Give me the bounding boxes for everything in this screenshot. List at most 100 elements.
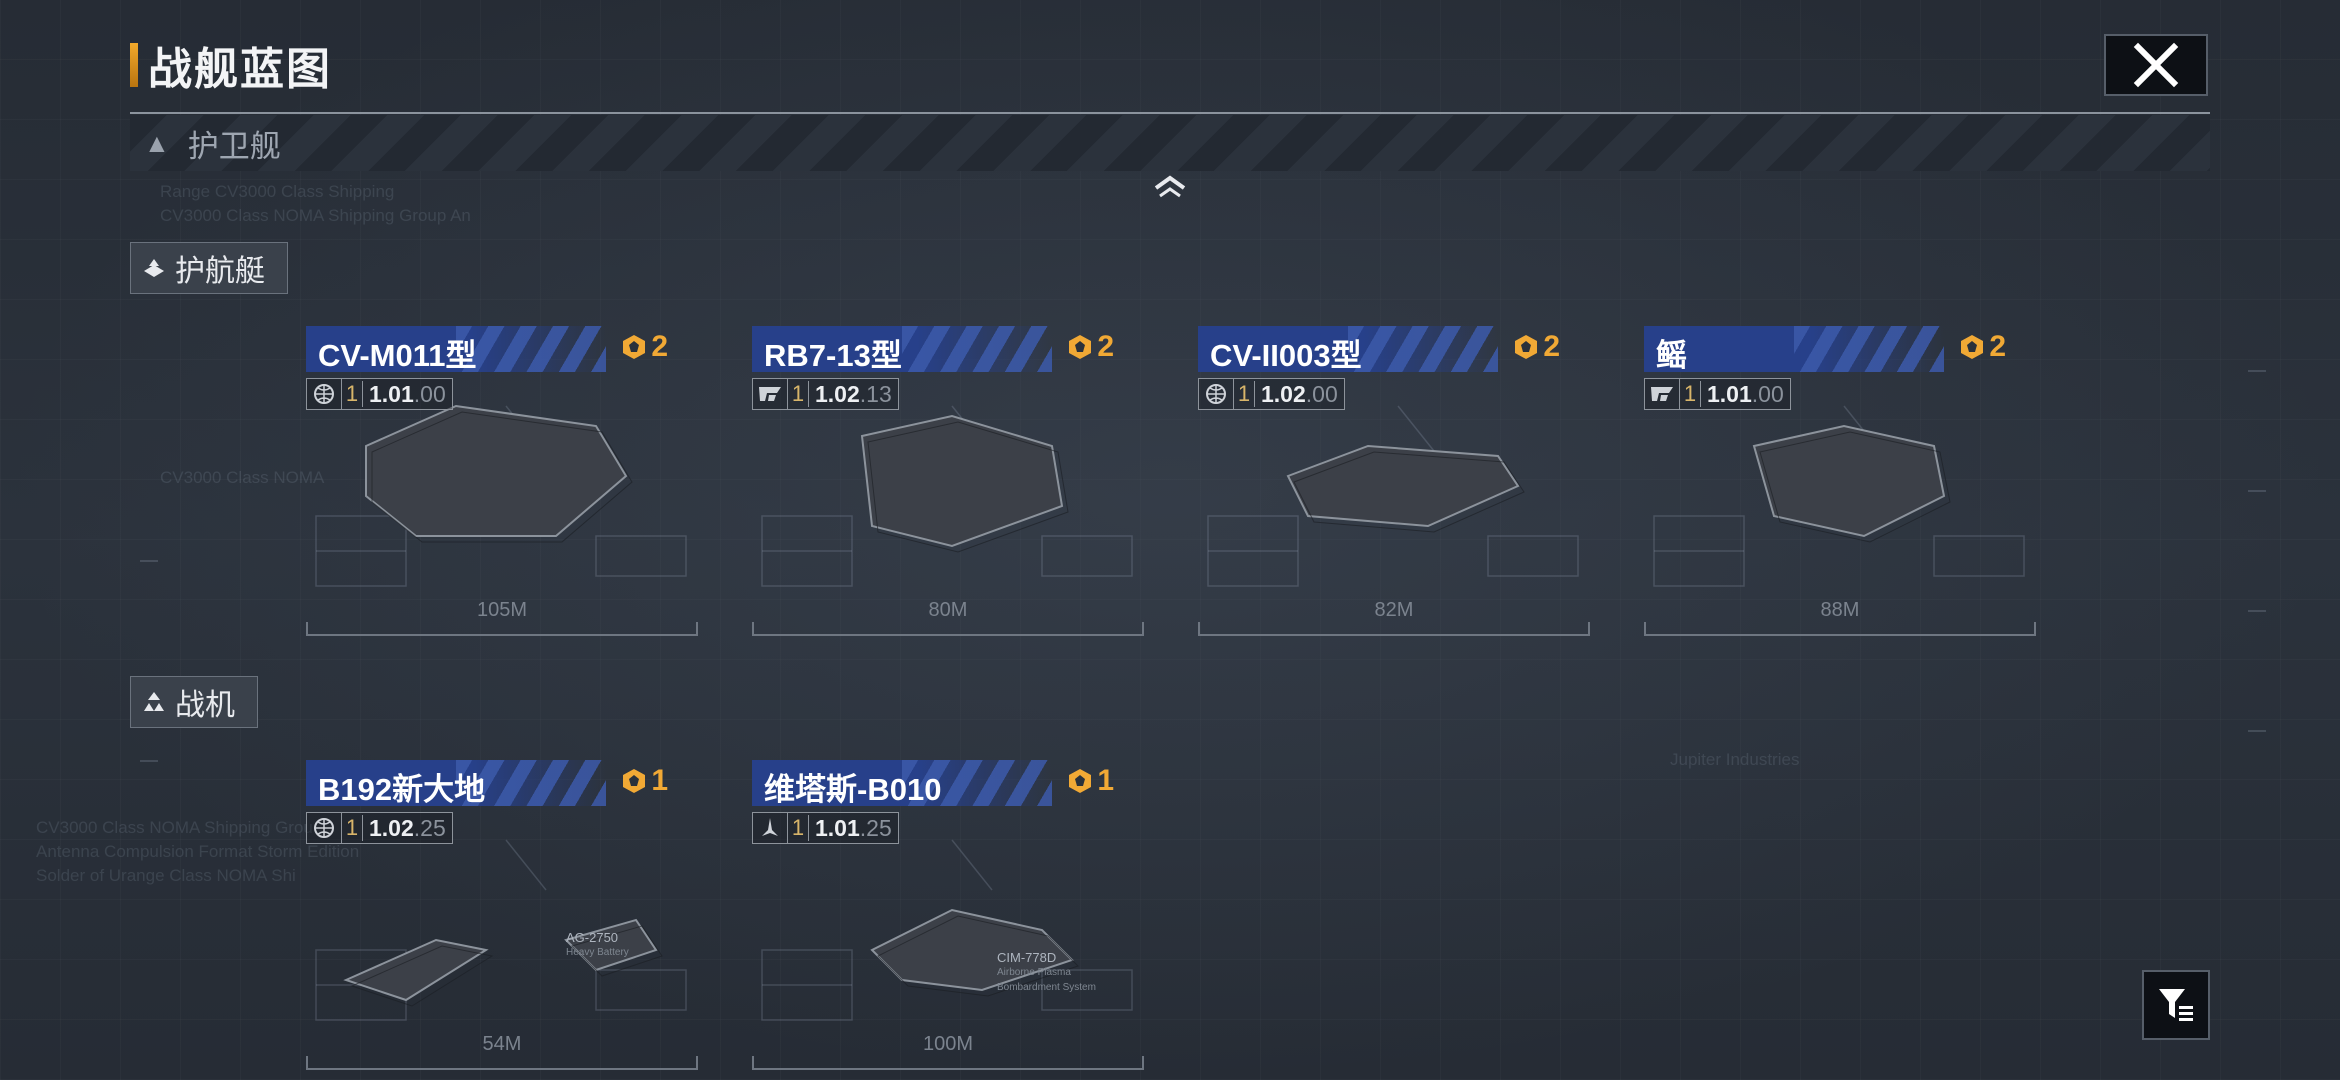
- ship-model: [860, 414, 1064, 548]
- bg-tick: [140, 560, 158, 562]
- category-label: 护航艇: [175, 255, 265, 288]
- chevron-up-icon[interactable]: [1152, 174, 1188, 200]
- ship-model: [1752, 424, 1946, 538]
- faction-emblem-icon: [759, 387, 781, 401]
- weapon-desc: Airborne Plasma Bombardment System: [997, 967, 1096, 993]
- tier-value: 1: [342, 815, 363, 841]
- command-point-icon: [1961, 335, 1984, 359]
- ship-name-bar: [1198, 326, 1498, 372]
- scale-bar: [1644, 620, 2036, 636]
- bg-text: Range CV3000 Class Shipping: [160, 182, 395, 201]
- category-tag-escort: 护航艇: [130, 242, 288, 294]
- header-divider: [130, 112, 2210, 114]
- filter-icon: [2159, 989, 2193, 1021]
- weapon-annotation: CIM-778D Airborne Plasma Bombardment Sys…: [997, 950, 1117, 995]
- cost-badge: 2: [1513, 330, 1560, 364]
- ship-blueprint: [1207, 405, 1579, 587]
- version-value: 1.01: [1707, 380, 1752, 407]
- command-point-icon: [1515, 335, 1538, 359]
- bg-tick: [140, 760, 158, 762]
- tier-value: 1: [342, 381, 363, 407]
- escort-class-icon: [144, 259, 164, 277]
- command-point-icon: [1069, 769, 1092, 793]
- cost-value: 1: [651, 764, 668, 797]
- ship-model: [1286, 444, 1520, 528]
- version-value: 1.01: [369, 380, 414, 407]
- cost-badge: 2: [1067, 330, 1114, 364]
- version-value: 1.01: [815, 814, 860, 841]
- cost-badge: 2: [1959, 330, 2006, 364]
- fighter-icon: [762, 818, 778, 836]
- ship-stat-row: 1 1.02.13: [752, 378, 899, 410]
- version-sub: .25: [413, 814, 446, 841]
- tier-value: 1: [1234, 381, 1255, 407]
- version-label: 1.01.00: [363, 381, 452, 408]
- bg-text: Jupiter Industries: [1670, 750, 1800, 769]
- weapon-code: AG-2750: [566, 930, 619, 945]
- ship-blueprint: [761, 839, 1133, 1021]
- ship-card[interactable]: B192新大地 1 1 1.02.25 AG-2750 Heavy Batter…: [306, 760, 698, 1070]
- category-label: 战机: [175, 689, 235, 722]
- bg-tick: [2248, 610, 2266, 612]
- ship-length: 82M: [1374, 599, 1414, 621]
- version-label: 1.02.25: [363, 815, 452, 842]
- fighter-class-icon: [144, 692, 164, 711]
- ship-length: 100M: [922, 1033, 974, 1055]
- ship-card[interactable]: CV-M011型 2 1 1.01.00 105M: [306, 326, 698, 636]
- ship-name-bar: [752, 326, 1052, 372]
- bg-tick: [2248, 490, 2266, 492]
- ship-stat-row: 1 1.01.00: [1644, 378, 1791, 410]
- ship-length: 105M: [476, 599, 528, 621]
- ship-stat-row: 1 1.01.00: [306, 378, 453, 410]
- section-triangle-icon: ▲: [144, 127, 170, 158]
- ship-card[interactable]: RB7-13型 2 1 1.02.13 80M: [752, 326, 1144, 636]
- scale-bar: [306, 1054, 698, 1070]
- weapon-annotation: AG-2750 Heavy Battery: [566, 930, 629, 960]
- tier-value: 1: [1680, 381, 1701, 407]
- category-tag-fighter: 战机: [130, 676, 258, 728]
- ship-blueprint: [315, 404, 687, 587]
- version-label: 1.01.00: [1701, 381, 1790, 408]
- cost-value: 2: [1989, 330, 2006, 363]
- faction-emblem-icon: [1651, 387, 1673, 401]
- ship-name-bar: [306, 326, 606, 372]
- ship-stat-row: 1 1.01.25: [752, 812, 899, 844]
- cost-value: 2: [1543, 330, 1560, 363]
- page-title: 战舰蓝图: [148, 45, 332, 94]
- ship-name-bar: [1644, 326, 1944, 372]
- bg-tick: [2248, 370, 2266, 372]
- filter-button[interactable]: [2142, 970, 2210, 1040]
- close-button[interactable]: [2104, 34, 2208, 96]
- version-value: 1.02: [1261, 380, 1306, 407]
- ship-card[interactable]: 维塔斯-B010 1 1 1.01.25 CIM-778D Airborne P…: [752, 760, 1144, 1070]
- section-label: 护卫舰: [187, 128, 281, 164]
- bg-text: Antenna Compulsion Format Storm Edition: [36, 842, 360, 861]
- ship-stat-row: 1 1.02.00: [1198, 378, 1345, 410]
- ship-name: CV-M011型: [318, 338, 477, 373]
- command-point-icon: [623, 769, 646, 793]
- scale-bar: [752, 1054, 1144, 1070]
- section-header-frigate[interactable]: ▲ 护卫舰: [130, 115, 2210, 171]
- ship-length: 80M: [928, 599, 968, 621]
- tier-value: 1: [788, 381, 809, 407]
- ship-model: [365, 404, 628, 537]
- bg-text: CV3000 Class NOMA Shipping Group An: [160, 206, 471, 225]
- ship-name: 鳐: [1656, 338, 1687, 373]
- version-sub: .00: [1305, 380, 1338, 407]
- ship-card[interactable]: CV-II003型 2 1 1.02.00 82M: [1198, 326, 1590, 636]
- version-label: 1.01.25: [809, 815, 898, 842]
- page-header: 战舰蓝图: [130, 40, 332, 94]
- cost-value: 2: [651, 330, 668, 363]
- scale-bar: [1198, 620, 1590, 636]
- scale-bar: [752, 620, 1144, 636]
- ship-length: 54M: [482, 1033, 522, 1055]
- cost-badge: 1: [621, 764, 668, 798]
- version-value: 1.02: [815, 380, 860, 407]
- ship-card[interactable]: 鳐 2 1 1.01.00 88M: [1644, 326, 2036, 636]
- title-accent: [130, 43, 138, 87]
- cost-value: 2: [1097, 330, 1114, 363]
- version-label: 1.02.13: [809, 381, 898, 408]
- version-sub: .00: [1751, 380, 1784, 407]
- version-label: 1.02.00: [1255, 381, 1344, 408]
- ship-blueprint: [315, 839, 687, 1021]
